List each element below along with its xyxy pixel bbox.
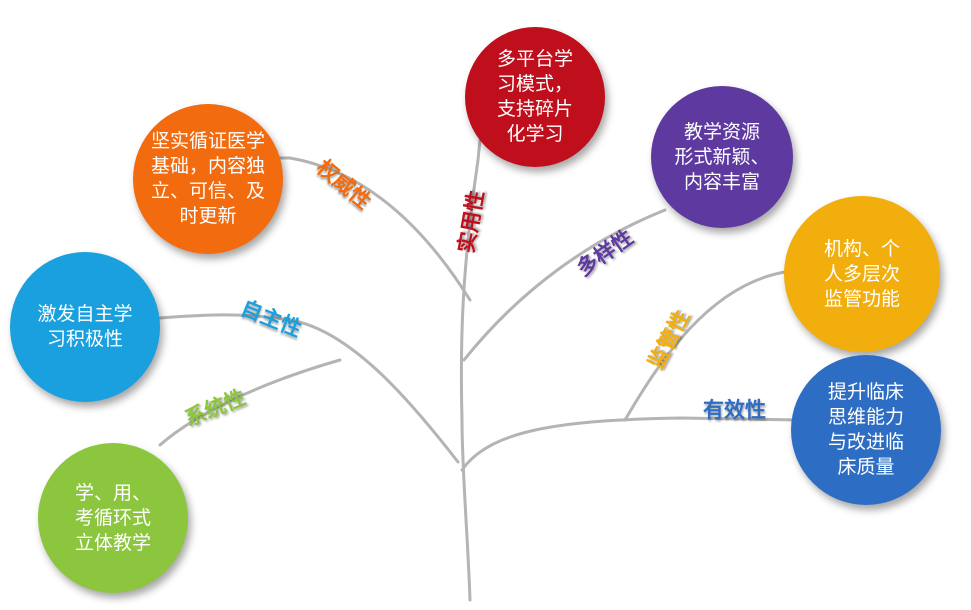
node-supervision: 机构、个 人多层次 监管功能 — [784, 196, 940, 352]
node-autonomy-text: 激发自主学 习积极性 — [37, 303, 133, 350]
node-authority-text: 坚实循证医学 基础，内容独 立、可信、及 时更新 — [150, 130, 265, 227]
trunk — [459, 83, 490, 602]
node-diversity-text: 教学资源 形式新颖、 内容丰富 — [674, 120, 770, 193]
node-authority: 坚实循证医学 基础，内容独 立、可信、及 时更新 — [133, 104, 283, 254]
node-diversity: 教学资源 形式新颖、 内容丰富 — [651, 86, 793, 228]
label-effective: 有效性 — [703, 398, 766, 422]
node-effective: 提升临床 思维能力 与改进临 床质量 — [791, 355, 941, 505]
branch-autonomy — [158, 313, 460, 464]
branch-effective — [460, 416, 802, 472]
branch-diversity — [462, 208, 667, 362]
branch-systematic — [158, 358, 342, 447]
node-practical: 多平台学 习模式， 支持碎片 化学习 — [465, 27, 605, 167]
node-practical-text: 多平台学 习模式， 支持碎片 化学习 — [496, 48, 573, 145]
node-systematic: 学、用、 考循环式 立体教学 — [38, 443, 188, 593]
node-effective-text: 提升临床 思维能力 与改进临 床质量 — [827, 381, 904, 478]
node-autonomy: 激发自主学 习积极性 — [10, 252, 160, 402]
node-systematic-text: 学、用、 考循环式 立体教学 — [74, 481, 151, 554]
branch-supervision — [623, 270, 787, 422]
node-supervision-text: 机构、个 人多层次 监管功能 — [823, 237, 900, 310]
branch-authority — [268, 156, 472, 302]
